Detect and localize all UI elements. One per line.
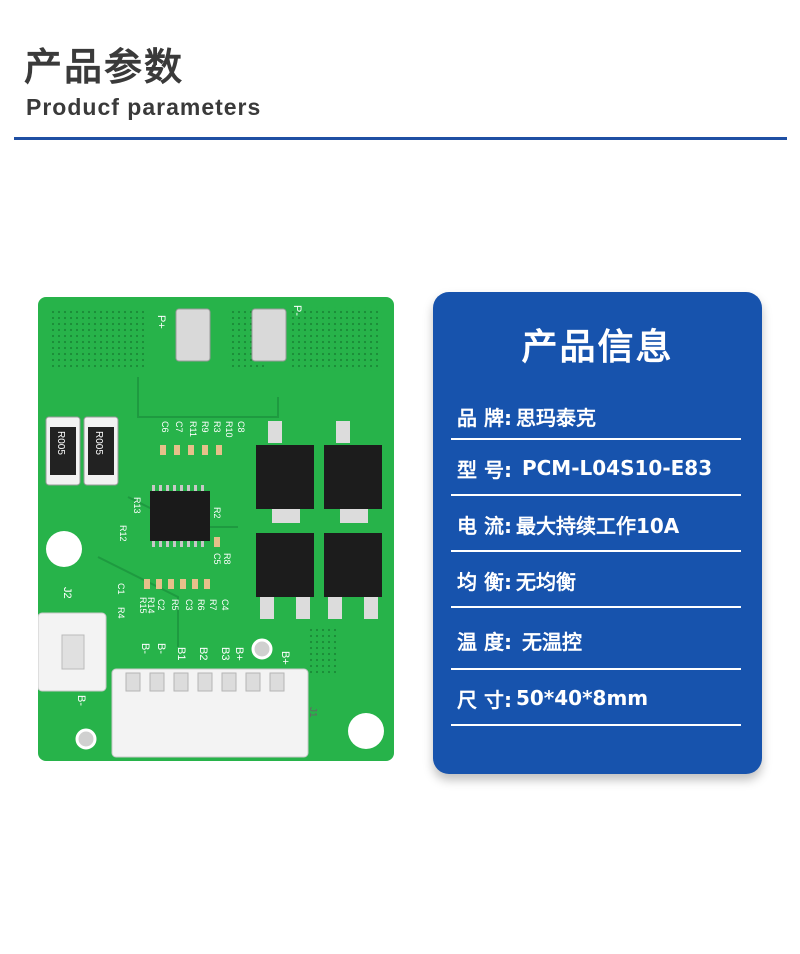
pad-p-minus [251,308,287,362]
via-left-bottom [75,728,97,750]
row-divider [451,438,741,440]
info-label: 均 衡: [457,569,512,594]
mosfet-2 [324,421,382,523]
info-row-brand: 品 牌: 思玛泰克 [457,388,757,444]
mounting-hole-left [46,531,82,567]
label-c6: C6 [160,421,170,433]
mosfet-3 [256,533,314,619]
info-value: PCM-L04S10-E83 [521,456,713,480]
label-p-plus: P+ [155,315,167,329]
info-label: 温 度: [457,629,512,654]
label-b-minus-pin2: B- [155,643,167,654]
label-j1: J1 [307,707,318,718]
copper-pour-left [52,309,144,369]
pcb-board [38,297,394,761]
label-r9: R9 [200,421,210,433]
info-row-model: 型 号: PCM-L04S10-E83 [457,440,757,496]
info-value: 最大持续工作10A [515,513,680,538]
label-r12: R12 [118,525,128,542]
mosfet-4 [324,533,382,619]
label-c7: C7 [174,421,184,433]
row-divider [451,550,741,552]
mounting-hole-right [348,713,384,749]
card-title: 产品信息 [521,327,674,368]
header-divider [14,137,787,140]
label-r6: R6 [196,599,206,611]
label-r10: R10 [224,421,234,438]
label-c8: C8 [236,421,246,433]
product-info-card: 产品信息 品 牌: 思玛泰克 型 号: PCM-L04S10-E83 电 流: … [433,292,762,774]
info-value: 无温控 [521,629,582,654]
mosfet-1 [256,421,314,523]
copper-pour-bottom-right [308,627,338,677]
pcb-product-image: P+ P- R005 R005 [38,297,394,761]
label-b-plus2: B+ [279,651,291,665]
label-r14: R14 [146,597,156,614]
pad-p-plus [175,308,211,362]
info-label: 尺 寸: [457,687,512,712]
label-j2: J2 [61,587,73,599]
via-mid [251,638,273,660]
info-row-current: 电 流: 最大持续工作10A [457,496,757,552]
info-row-temperature: 温 度: 无温控 [457,612,757,668]
label-c4: C4 [220,599,230,611]
label-p-minus: P- [291,305,303,316]
label-c2: C2 [156,599,166,611]
row-divider [451,668,741,670]
label-r7: R7 [208,599,218,611]
label-r8: R8 [222,553,232,565]
label-r005-1: R005 [55,431,66,455]
label-b2: B2 [197,647,209,660]
label-r2: R2 [212,507,222,519]
label-b1: B1 [175,647,187,660]
row-divider [451,606,741,608]
label-b-plus1: B+ [233,647,245,661]
label-b3: B3 [219,647,231,660]
info-label: 电 流: [457,513,512,538]
info-value: 思玛泰克 [515,405,596,430]
info-row-size: 尺 寸: 50*40*8mm [457,670,757,726]
page-title-en: Producf parameters [26,94,262,120]
label-r11: R11 [188,421,198,437]
label-b-minus-left: B- [75,695,87,706]
label-r5: R5 [170,599,180,611]
info-label: 品 牌: [457,405,512,430]
ic-chip [150,491,210,541]
info-row-balance: 均 衡: 无均衡 [457,552,757,608]
label-r15: R15 [138,597,148,614]
info-value: 50*40*8mm [515,686,649,710]
label-r4: R4 [116,607,126,619]
label-r3: R3 [212,421,222,433]
label-r005-2: R005 [93,431,104,455]
info-label: 型 号: [457,457,512,482]
row-divider [451,724,741,726]
label-c1: C1 [116,583,126,595]
label-c3: C3 [184,599,194,611]
copper-pour-right [290,307,382,371]
label-c5: C5 [212,553,222,565]
info-value: 无均衡 [515,569,576,594]
row-divider [451,494,741,496]
label-r13: R13 [132,497,142,514]
page-title-cn: 产品参数 [24,45,185,89]
label-b-minus-pin1: B- [139,643,151,654]
